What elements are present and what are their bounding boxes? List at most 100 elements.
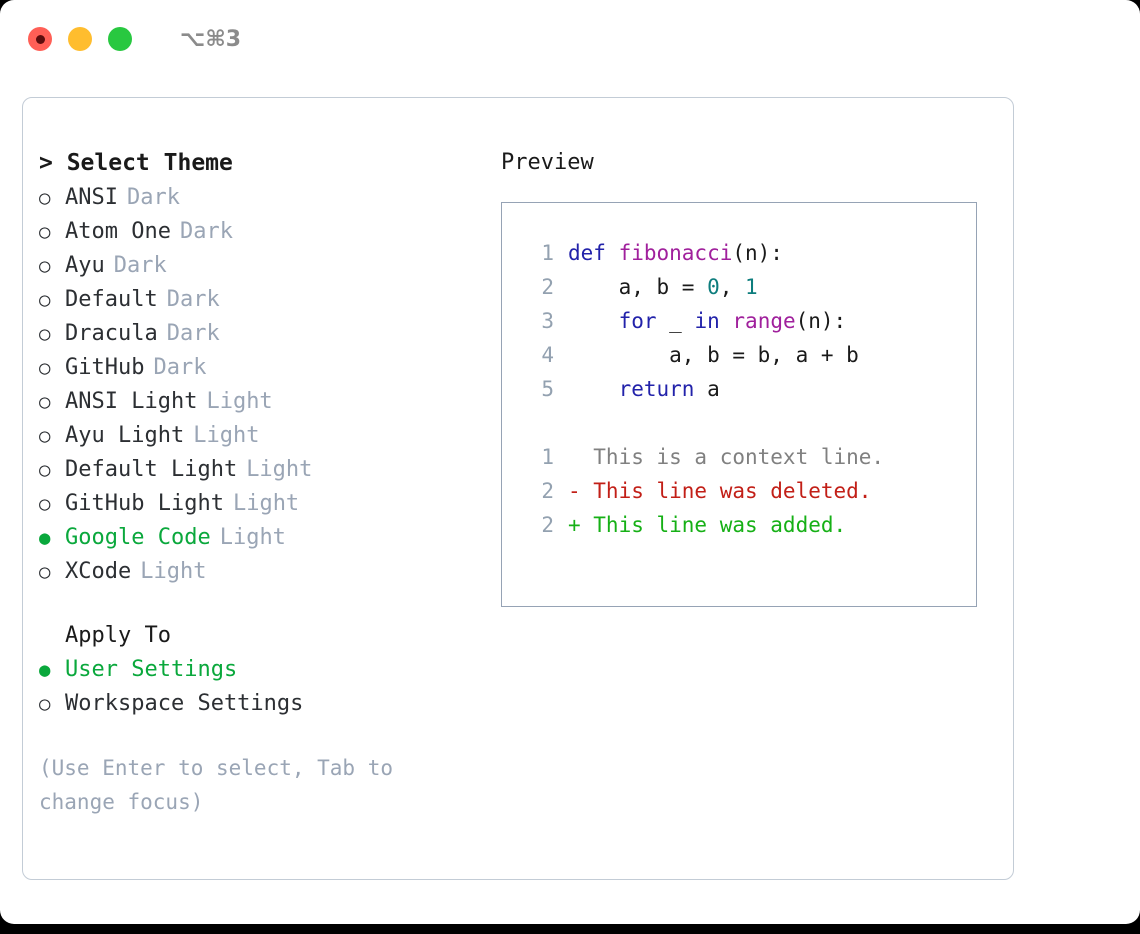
theme-option-label: Default Light (65, 457, 238, 482)
line-number: 1 (541, 445, 554, 469)
radio-unselected-icon: ○ (39, 221, 51, 243)
diff-line: 2 - This line was deleted. (518, 474, 976, 508)
theme-option-dracula[interactable]: ○ Dracula Dark (39, 317, 501, 351)
radio-unselected-icon: ○ (39, 693, 51, 715)
radio-unselected-icon: ○ (39, 493, 51, 515)
keyboard-hint-text: (Use Enter to select, Tab to change focu… (39, 756, 394, 814)
theme-option-badge: Dark (166, 287, 220, 312)
code-text: a, b = 0, 1 (568, 270, 758, 304)
line-number: 5 (541, 377, 554, 401)
theme-option-badge: Light (140, 559, 207, 584)
line-number: 3 (541, 309, 554, 333)
theme-option-badge: Dark (166, 321, 220, 346)
theme-option-ansi[interactable]: ○ ANSI Dark (39, 181, 501, 215)
code-text: a, b = b, a + b (568, 338, 859, 372)
theme-option-label: GitHub Light (65, 491, 224, 516)
apply-to-option-workspace-settings[interactable]: ○ Workspace Settings (39, 687, 501, 721)
line-number: 2 (541, 275, 554, 299)
token-fn: range (732, 309, 796, 333)
token-txt: a, b = (568, 275, 708, 299)
diff-text: + This line was added. (568, 508, 846, 542)
code-text: for _ in range(n): (568, 304, 847, 338)
theme-option-badge: Dark (113, 253, 167, 278)
token-txt (568, 309, 619, 333)
token-txt: (n): (732, 241, 783, 265)
radio-unselected-icon: ○ (39, 391, 51, 413)
theme-option-atom-one[interactable]: ○ Atom One Dark (39, 215, 501, 249)
theme-option-ansi-light[interactable]: ○ ANSI Light Light (39, 385, 501, 419)
minimize-button[interactable] (68, 27, 92, 51)
token-del: - This line was deleted. (568, 479, 872, 503)
token-num: 1 (745, 275, 758, 299)
theme-option-label: Google Code (65, 525, 211, 550)
theme-option-github-light[interactable]: ○ GitHub Light Light (39, 487, 501, 521)
code-line: 3 for _ in range(n): (518, 304, 976, 338)
radio-unselected-icon: ○ (39, 561, 51, 583)
apply-to-option-label: User Settings (65, 657, 238, 682)
theme-option-default[interactable]: ○ Default Dark (39, 283, 501, 317)
close-button[interactable] (28, 27, 52, 51)
token-kw: for (618, 309, 657, 333)
radio-unselected-icon: ○ (39, 187, 51, 209)
apply-to-option-user-settings[interactable]: ●User Settings (39, 653, 501, 687)
code-line: 5 return a (518, 372, 976, 406)
theme-option-badge: Light (206, 389, 273, 414)
maximize-button[interactable] (108, 27, 132, 51)
code-text: return a (568, 372, 720, 406)
radio-unselected-icon: ○ (39, 459, 51, 481)
radio-unselected-icon: ○ (39, 357, 51, 379)
apply-to-list: ●User Settings ○ Workspace Settings (39, 653, 501, 721)
token-txt (568, 377, 619, 401)
apply-to-option-label: Workspace Settings (65, 691, 304, 716)
code-text: def fibonacci(n): (568, 236, 783, 270)
theme-option-label: XCode (65, 559, 132, 584)
theme-option-label: ANSI Light (65, 389, 198, 414)
theme-option-label: Ayu (65, 253, 105, 278)
theme-option-label: Dracula (65, 321, 158, 346)
select-theme-header: > Select Theme (39, 150, 233, 176)
code-line: 2 a, b = 0, 1 (518, 270, 976, 304)
line-number: 2 (541, 479, 554, 503)
keyboard-shortcut-label: ⌥⌘3 (180, 26, 242, 52)
theme-option-label: Atom One (65, 219, 171, 244)
theme-option-default-light[interactable]: ○ Default Light Light (39, 453, 501, 487)
line-number: 2 (541, 513, 554, 537)
diff-line: 2 + This line was added. (518, 508, 976, 542)
line-number: 4 (541, 343, 554, 367)
token-ctx: This is a context line. (568, 445, 885, 469)
diff-text: This is a context line. (568, 440, 884, 474)
theme-option-badge: Light (232, 491, 300, 516)
theme-option-badge: Light (246, 457, 313, 482)
token-txt: a (694, 377, 720, 401)
diff-sample: 1 This is a context line. 2 - This line wa… (518, 440, 976, 542)
recording-dot-icon (35, 34, 45, 44)
theme-option-xcode[interactable]: ○ XCode Light (39, 555, 501, 589)
window-controls (28, 27, 132, 51)
token-kw: def (568, 241, 619, 265)
token-num: 0 (707, 275, 720, 299)
theme-option-badge: Dark (126, 185, 180, 210)
radio-unselected-icon: ○ (39, 289, 51, 311)
theme-option-label: ANSI (65, 185, 118, 210)
token-txt: _ (656, 309, 695, 333)
theme-option-label: GitHub (65, 355, 145, 380)
token-txt: , (719, 275, 746, 299)
theme-option-badge: Light (219, 525, 286, 550)
theme-option-label: Ayu Light (65, 423, 185, 448)
title-bar: ⌥⌘3 (0, 0, 1140, 78)
theme-option-label: Default (65, 287, 158, 312)
radio-unselected-icon: ○ (39, 323, 51, 345)
theme-option-badge: Dark (179, 219, 233, 244)
